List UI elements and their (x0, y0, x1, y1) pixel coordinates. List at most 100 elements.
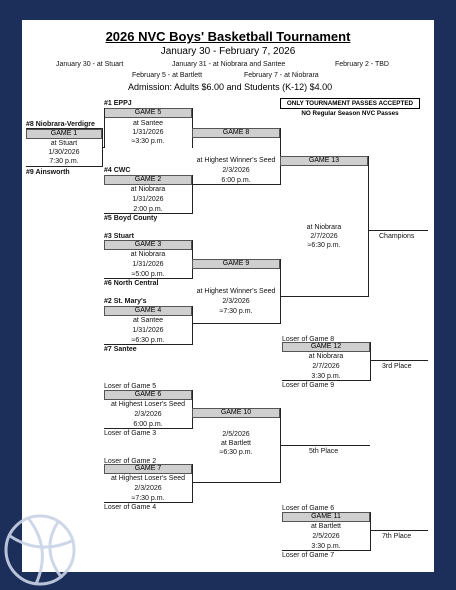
bracket-line (102, 147, 104, 148)
bracket-sheet: 2026 NVC Boys' Basketball Tournament Jan… (22, 20, 434, 572)
game-12-date: 2/7/2026 (312, 363, 340, 370)
game-1-date: 1/30/2026 (48, 149, 80, 156)
game-8-date: 2/3/2026 (222, 167, 250, 174)
bracket-line (370, 360, 428, 361)
game-3-date: 1/31/2026 (132, 261, 164, 268)
game-3-time: ≈5:00 p.m. (131, 271, 165, 278)
game-6-date: 2/3/2026 (134, 411, 162, 418)
bracket-line (192, 306, 193, 344)
game-9-time: ≈7:30 p.m. (219, 308, 253, 315)
game-1-time: 7:30 p.m. (49, 158, 79, 165)
team-seed-4: #4 CWC (104, 167, 131, 174)
bracket-line (280, 445, 370, 446)
game-8-header: GAME 8 (192, 128, 280, 138)
bracket-line (104, 278, 193, 279)
game-4-time: ≈6:30 p.m. (131, 337, 165, 344)
game-1-header: GAME 1 (26, 129, 102, 139)
team-seed-9: #9 Ainsworth (26, 169, 70, 176)
bracket-line (192, 482, 281, 483)
game-12-entry: Loser of Game 9 (282, 382, 335, 389)
game-13-date: 2/7/2026 (310, 233, 338, 240)
bracket-line (104, 213, 193, 214)
game-11-entry: Loser of Game 7 (282, 552, 335, 559)
game-7-header: GAME 7 (104, 464, 192, 474)
bracket-line (104, 344, 193, 345)
team-seed-8: #8 Niobrara-Verdigre (26, 121, 95, 128)
game-9-date: 2/3/2026 (222, 298, 250, 305)
game-8-time: 6:00 p.m. (221, 177, 251, 184)
bracket-line (104, 428, 193, 429)
game-11-time: 3:30 p.m. (311, 543, 341, 550)
seventh-place-label: 7th Place (382, 533, 412, 540)
champions-label: Champions (379, 233, 415, 240)
bracket-line (104, 108, 105, 148)
game-3-site: at Niobrara (130, 251, 166, 258)
game-12-site: at Niobrara (308, 353, 344, 360)
team-seed-5: #5 Boyd County (104, 215, 158, 222)
game-2-site: at Niobrara (130, 186, 166, 193)
game-10-site: at Bartlett (221, 440, 251, 447)
team-seed-6: #6 North Central (104, 280, 159, 287)
team-seed-1: #1 EPPJ (104, 100, 132, 107)
bracket-line (370, 512, 371, 550)
game-7-time: ≈7:30 p.m. (131, 495, 165, 502)
bracket-line (192, 464, 193, 502)
game-6-site: at Highest Loser's Seed (110, 401, 186, 408)
game-8-site: at Highest Winner's Seed (196, 157, 276, 164)
game-2-time: 2:00 p.m. (133, 206, 163, 213)
third-place-label: 3rd Place (382, 363, 412, 370)
game-2-date: 1/31/2026 (132, 196, 164, 203)
game-12-time: 3:30 p.m. (311, 373, 341, 380)
game-6-entry: Loser of Game 5 (104, 383, 157, 390)
game-11-site: at Bartlett (311, 523, 341, 530)
game-7-date: 2/3/2026 (134, 485, 162, 492)
game-4-header: GAME 4 (104, 306, 192, 316)
game-4-site: at Santee (133, 317, 163, 324)
game-4-date: 1/31/2026 (132, 327, 164, 334)
fifth-place-label: 5th Place (309, 448, 339, 455)
game-12-entry: Loser of Game 8 (282, 336, 335, 343)
game-10-time: ≈6:30 p.m. (219, 449, 253, 456)
game-5-date: 1/31/2026 (132, 129, 164, 136)
game-5-header: GAME 5 (104, 108, 192, 118)
bracket-line (192, 175, 193, 213)
schedule-day-5: February 7 - at Niobrara (244, 72, 319, 79)
game-6-time: 6:00 p.m. (133, 421, 163, 428)
bracket-line (368, 230, 428, 231)
schedule-day-1: January 30 - at Stuart (56, 61, 124, 68)
admission-prices: Admission: Adults $6.00 and Students (K-… (128, 82, 333, 92)
team-seed-7: #7 Santee (104, 346, 137, 353)
pass-notice-line: NO Regular Season NVC Passes (301, 110, 399, 117)
game-6-header: GAME 6 (104, 390, 192, 400)
game-9-site: at Highest Winner's Seed (196, 288, 276, 295)
game-10-date: 2/5/2026 (222, 431, 250, 438)
game-7-entry: Loser of Game 2 (104, 458, 157, 465)
bracket-line (282, 550, 371, 551)
game-11-header: GAME 11 (282, 512, 370, 522)
bracket-line (26, 166, 103, 167)
game-10-header: GAME 10 (192, 408, 280, 418)
game-13-time: ≈6:30 p.m. (307, 242, 341, 249)
bracket-line (192, 323, 281, 324)
bracket-line (280, 296, 369, 297)
game-2-header: GAME 2 (104, 175, 192, 185)
schedule-day-4: February 5 - at Bartlett (132, 72, 203, 79)
basketball-watermark-icon (4, 514, 76, 586)
bracket-line (104, 502, 193, 503)
game-7-entry: Loser of Game 4 (104, 504, 157, 511)
game-9-header: GAME 9 (192, 259, 280, 269)
game-3-header: GAME 3 (104, 240, 192, 250)
game-6-entry: Loser of Game 3 (104, 430, 157, 437)
game-13-header: GAME 13 (280, 156, 368, 166)
game-11-entry: Loser of Game 6 (282, 505, 335, 512)
pass-notice-line: ONLY TOURNAMENT PASSES ACCEPTED (280, 98, 420, 109)
game-1-site: at Stuart (50, 140, 78, 147)
bracket-line (368, 156, 369, 296)
game-11-date: 2/5/2026 (312, 533, 340, 540)
schedule-day-2: January 31 - at Niobrara and Santee (172, 61, 286, 68)
page-title: 2026 NVC Boys' Basketball Tournament (105, 29, 351, 44)
game-7-site: at Highest Loser's Seed (110, 475, 186, 482)
pass-notice: ONLY TOURNAMENT PASSES ACCEPTED NO Regul… (280, 98, 420, 118)
bracket-line (280, 259, 281, 323)
team-seed-2: #2 St. Mary's (104, 298, 147, 305)
